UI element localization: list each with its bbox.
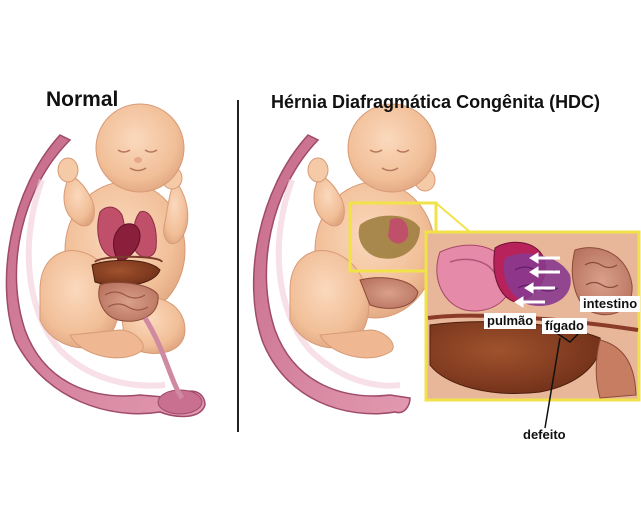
hdc-title: Hérnia Diafragmática Congênita (HDC) — [271, 92, 601, 112]
hdc-fetus — [289, 103, 437, 359]
hdc-uterine-wall — [252, 134, 411, 415]
inset-herniated-intestine — [503, 253, 571, 306]
normal-title: Normal — [46, 88, 119, 111]
lung-label: pulmão — [484, 313, 537, 329]
inset-hernia-arrows — [514, 252, 560, 308]
hdc-panel — [252, 103, 471, 415]
defect-label: defeito — [523, 427, 566, 442]
normal-heart — [113, 223, 141, 263]
normal-uterine-wall — [5, 134, 206, 418]
normal-fetus — [39, 103, 189, 359]
intestine-label: intestino — [580, 296, 641, 312]
zoom-inset — [424, 230, 641, 429]
normal-panel — [5, 103, 206, 418]
liver-label: fígado — [542, 318, 587, 334]
inset-lung — [436, 244, 512, 312]
